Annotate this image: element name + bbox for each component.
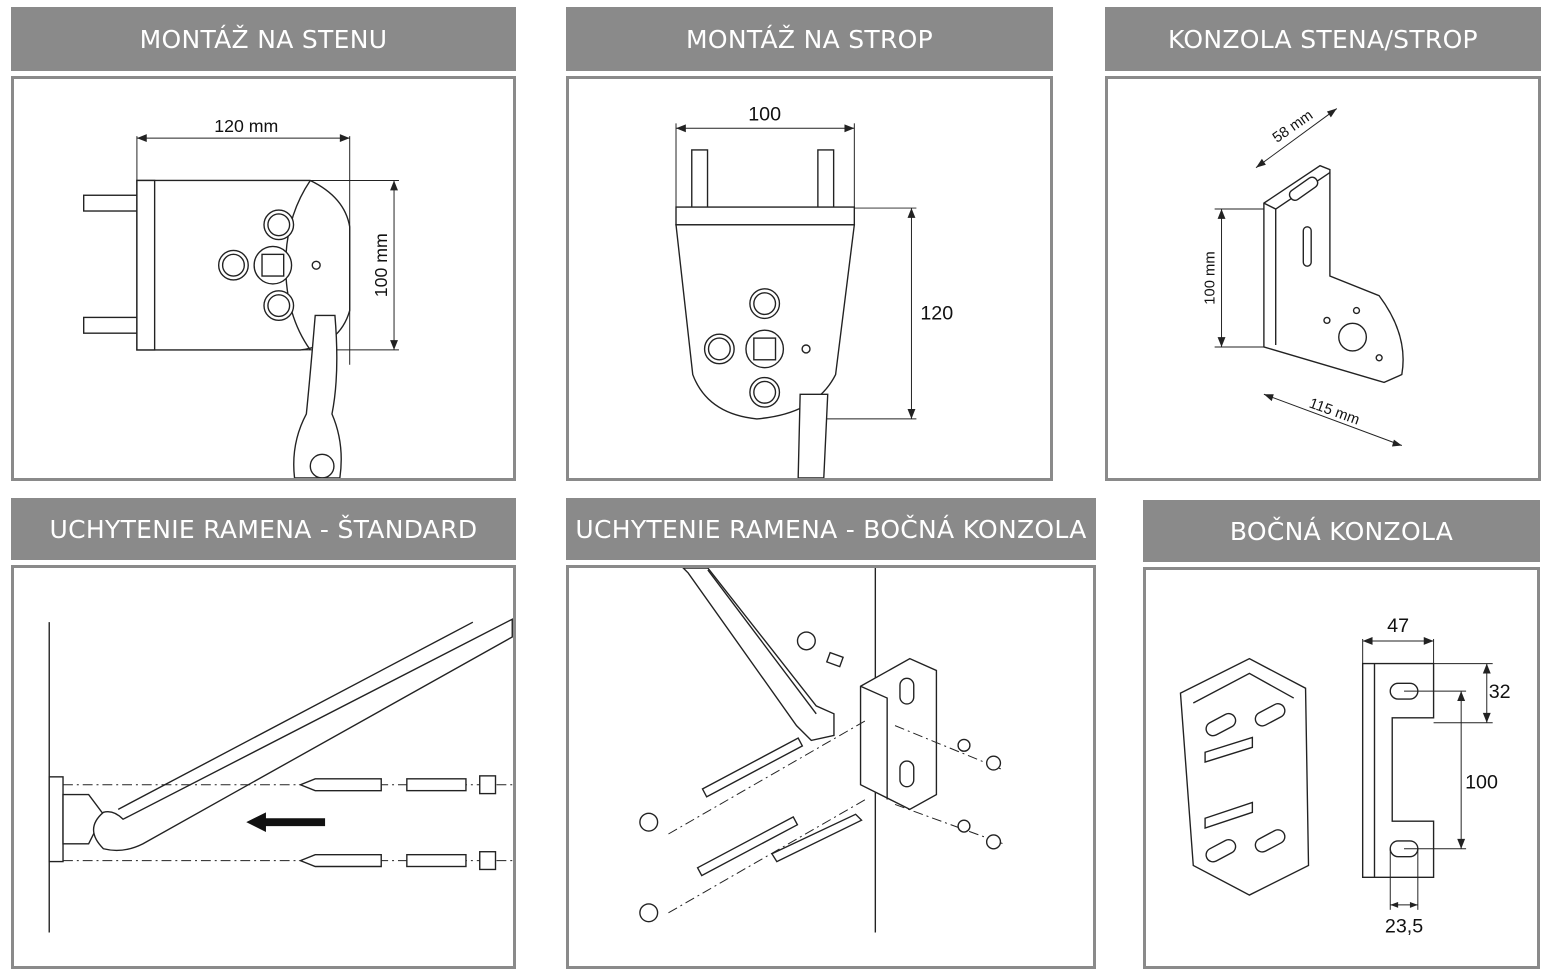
panel-wall-mount: 120 mm 100 mm	[11, 76, 516, 481]
panel-title-bracket: KONZOLA STENA/STROP	[1105, 7, 1541, 71]
dim-hole-width-label: 23,5	[1385, 915, 1423, 937]
panel-side-bracket: 47 32 100 23,5	[1143, 567, 1540, 969]
panel-title-arm-side-bracket: UCHYTENIE RAMENA - BOČNÁ KONZOLA	[566, 498, 1096, 560]
panel-title-ceiling-mount: MONTÁŽ NA STROP	[566, 7, 1053, 71]
arm-side-bracket-drawing	[639, 568, 1004, 933]
dim-width-label: 47	[1387, 615, 1409, 637]
dim-height-label: 100 mm	[371, 233, 391, 297]
dim-height-label: 120	[920, 302, 953, 324]
dim-height-label: 100 mm	[1203, 251, 1219, 304]
panel-title-arm-standard: UCHYTENIE RAMENA - ŠTANDARD	[11, 498, 516, 560]
panel-title-side-bracket: BOČNÁ KONZOLA	[1143, 500, 1540, 562]
dim-width-label: 120 mm	[214, 116, 278, 136]
ceiling-mount-drawing: 100 120	[675, 103, 953, 478]
dim-width-label: 100	[748, 103, 781, 125]
arm-standard-drawing	[48, 618, 513, 933]
panel-bracket: 58 mm 100 mm 115 mm	[1105, 76, 1541, 481]
dim-hole-spacing-label: 100	[1465, 772, 1498, 794]
panel-title-wall-mount: MONTÁŽ NA STENU	[11, 7, 516, 71]
panel-arm-side-bracket	[566, 565, 1096, 969]
panel-arm-standard	[11, 565, 516, 969]
bracket-drawing: 58 mm 100 mm 115 mm	[1203, 107, 1404, 447]
wall-mount-drawing: 120 mm 100 mm	[83, 116, 399, 478]
panel-ceiling-mount: 100 120	[566, 76, 1053, 481]
dim-length-label: 115 mm	[1307, 396, 1362, 429]
side-bracket-drawing: 47 32 100 23,5	[1179, 615, 1511, 937]
dim-top-offset-label: 32	[1489, 681, 1511, 703]
